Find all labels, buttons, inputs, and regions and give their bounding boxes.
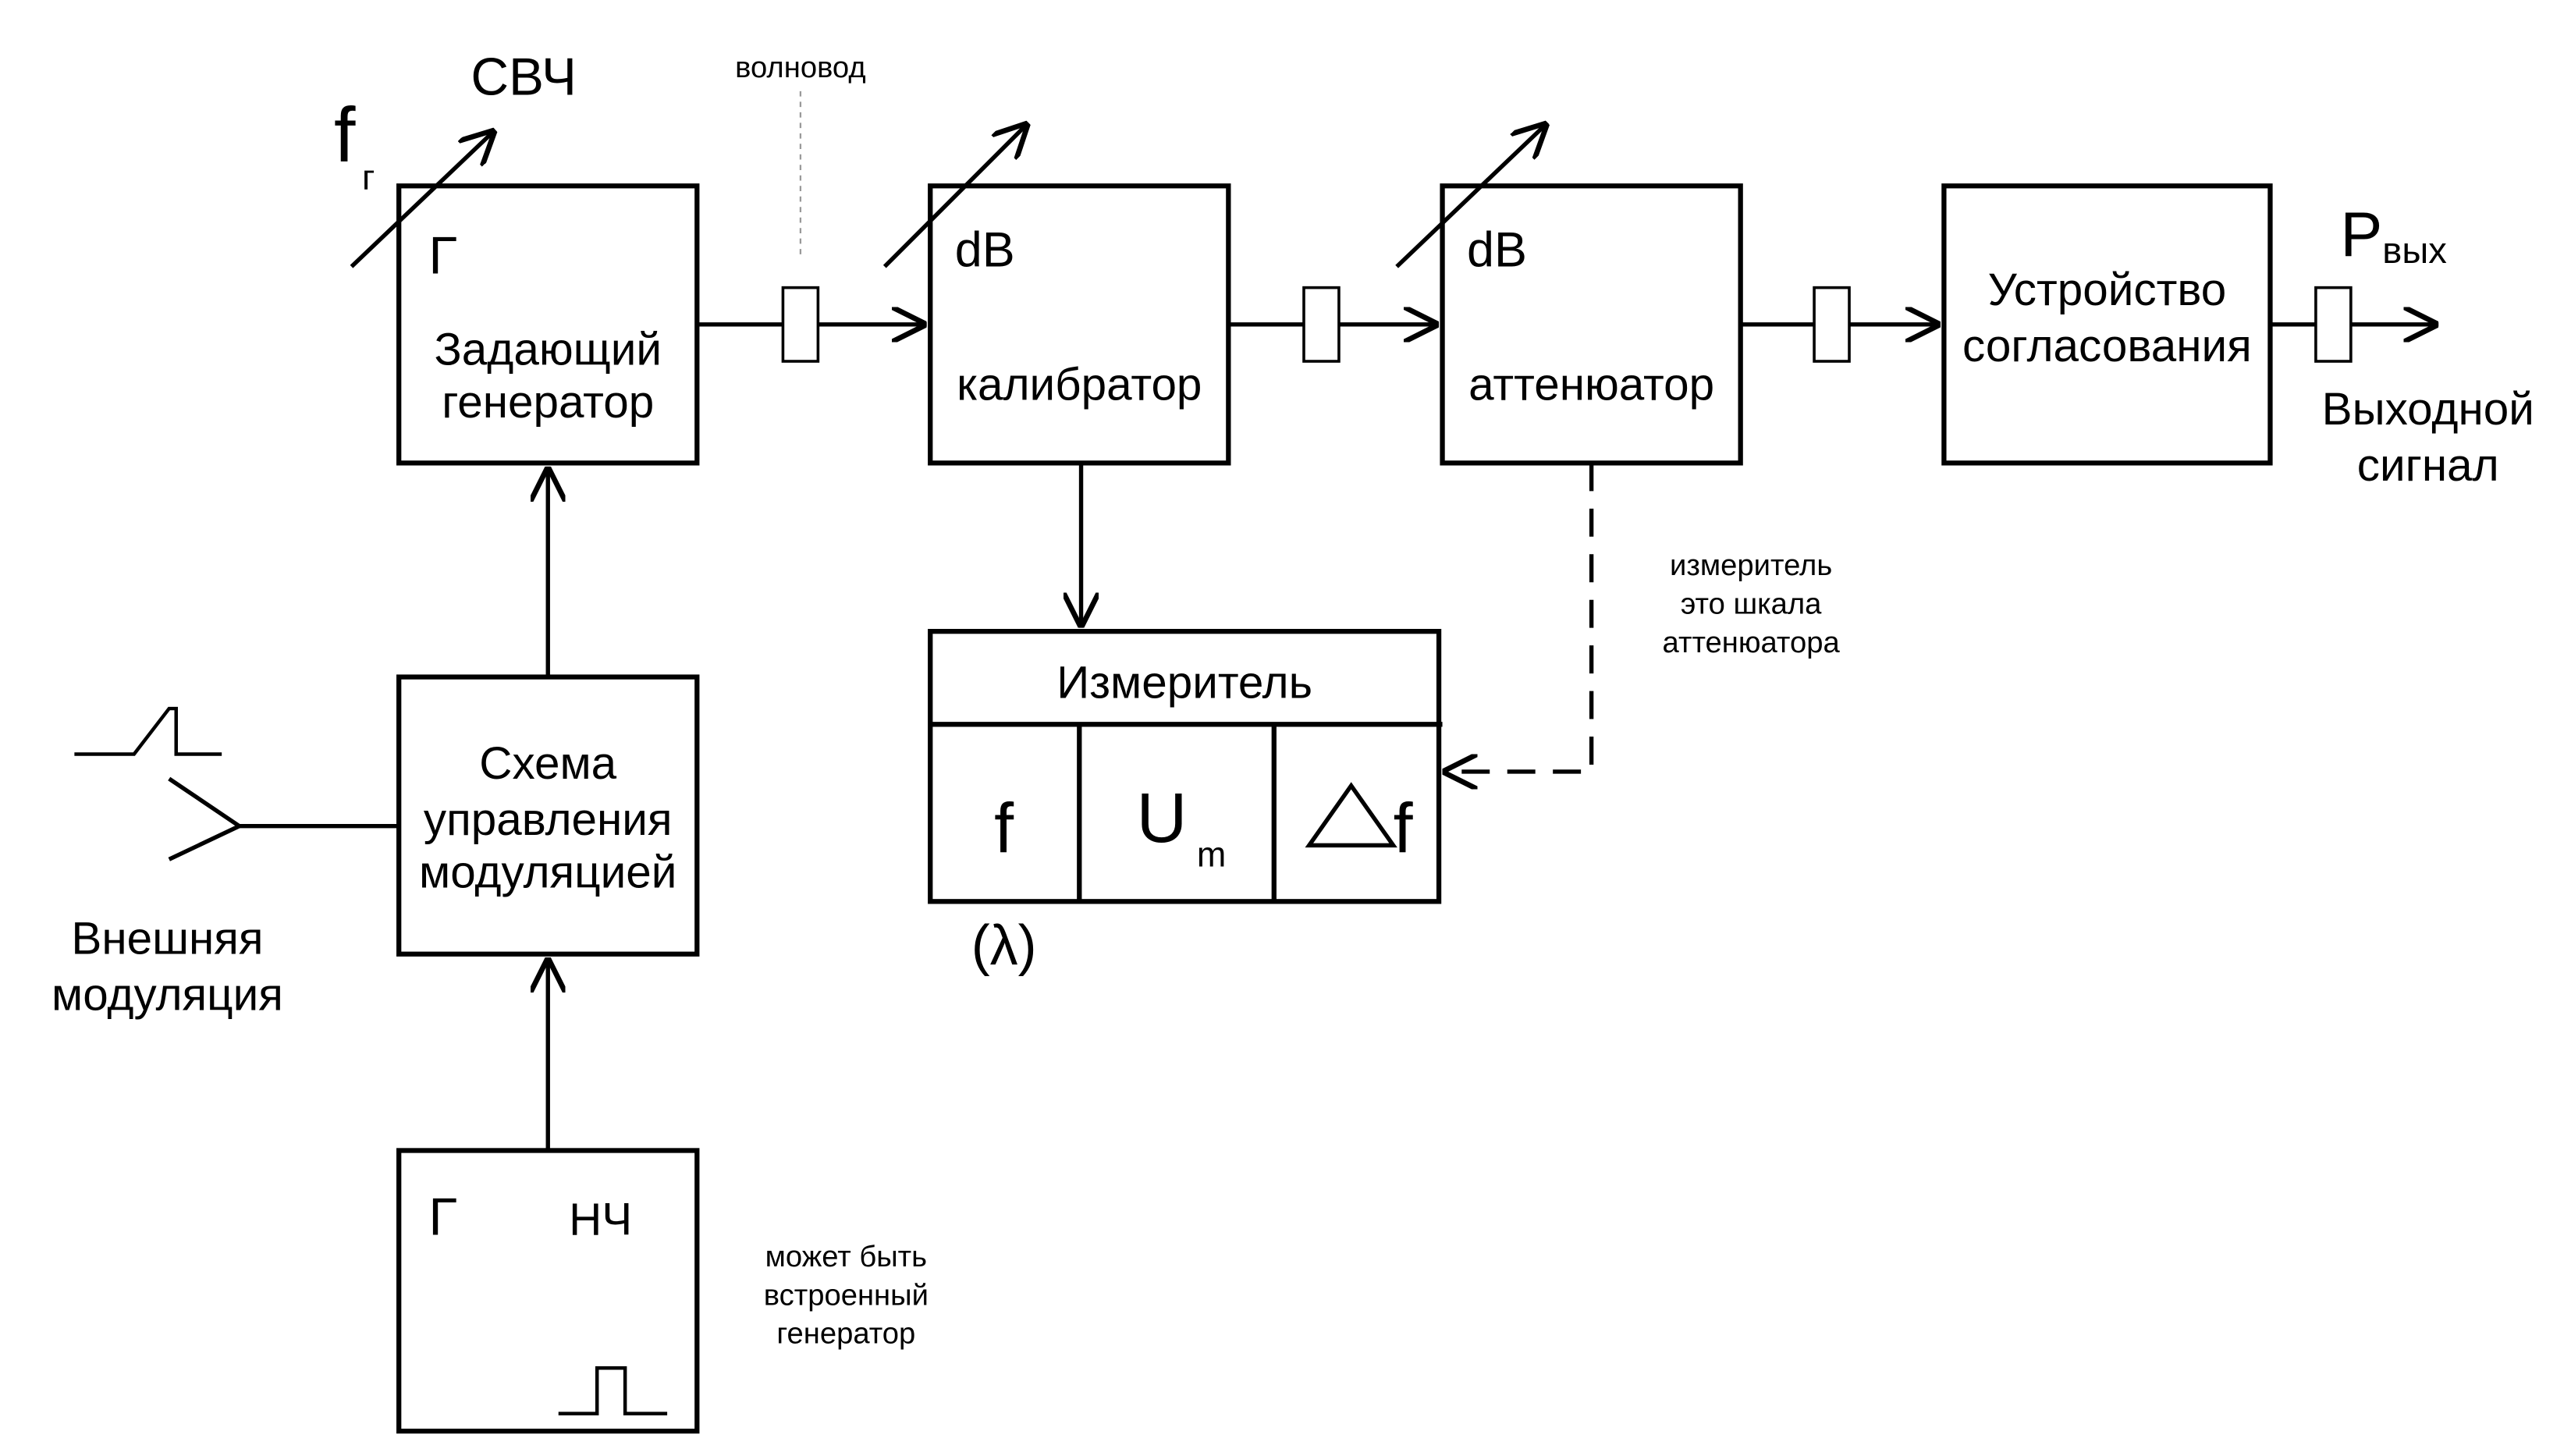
meter-cell-deviation-symbol: f: [1394, 790, 1414, 868]
external-modulation-line2: модуляция: [51, 970, 283, 1021]
pulse-waveform-icon: [558, 1365, 668, 1415]
output-label-line1: Выходной: [2322, 384, 2534, 435]
master-generator-name-line1: Задающий: [434, 325, 662, 375]
lf-generator-symbol: Г: [428, 1188, 457, 1246]
meter-title: Измеритель: [1056, 658, 1312, 708]
attenuator-adjust-arrow: [1395, 123, 1547, 268]
matching-device-line2: согласования: [1962, 321, 2252, 371]
waveguide-label: волновод: [735, 51, 865, 84]
tuning-arrow: [350, 130, 495, 268]
waveguide-flange-3: [1813, 286, 1851, 363]
generator-frequency-subscript: г: [362, 158, 375, 197]
builtin-note-line3: генератор: [776, 1317, 915, 1351]
modulation-control-line1: Схема: [479, 738, 616, 789]
output-label-line2: сигнал: [2357, 440, 2499, 491]
waveguide-flange-2: [1302, 286, 1341, 363]
waveguide-flange-4: [2314, 286, 2353, 363]
attenuator-unit: dB: [1467, 223, 1527, 278]
attenuator-block: [1440, 183, 1743, 466]
generator-frequency-symbol: f: [334, 91, 356, 178]
modulation-control-line2: управления: [424, 794, 673, 845]
meter-wavelength-note: (λ): [971, 914, 1037, 977]
matching-device-line1: Устройство: [1988, 265, 2227, 315]
external-modulation-line1: Внешняя: [71, 914, 263, 964]
modulation-control-line3: модуляцией: [419, 847, 676, 897]
master-generator-symbol: Г: [428, 227, 457, 286]
master-generator-name-line2: генератор: [442, 377, 654, 428]
ramp-waveform-icon: [74, 706, 222, 756]
meter-note-line3: аттенюатора: [1663, 626, 1841, 659]
wire-attenuator-to-meter-dashed: [1442, 463, 1594, 772]
calibrator-adjust-arrow: [882, 123, 1028, 268]
meter-cell-voltage: U: [1136, 779, 1187, 858]
external-input-connector-icon: [168, 776, 244, 861]
meter-cell-voltage-subscript: m: [1197, 834, 1226, 874]
builtin-note-line1: может быть: [765, 1240, 927, 1273]
meter-note-line2: это шкала: [1681, 588, 1822, 621]
meter-cell-frequency: f: [994, 790, 1014, 868]
lf-generator-band: НЧ: [569, 1194, 632, 1245]
builtin-note-line2: встроенный: [764, 1278, 929, 1312]
output-power-subscript: вых: [2382, 230, 2447, 272]
meter-note-line1: измеритель: [1670, 549, 1832, 582]
modulation-control-block: [396, 674, 700, 957]
waveguide-flange-1: [781, 286, 820, 363]
attenuator-name: аттенюатор: [1468, 359, 1714, 410]
calibrator-name: калибратор: [957, 359, 1202, 410]
band-label-microwave: СВЧ: [471, 48, 577, 106]
delta-triangle-icon: [1305, 782, 1397, 848]
output-power-symbol: P: [2340, 200, 2382, 270]
meter-block: [928, 629, 1442, 904]
calibrator-unit: dB: [955, 223, 1015, 278]
